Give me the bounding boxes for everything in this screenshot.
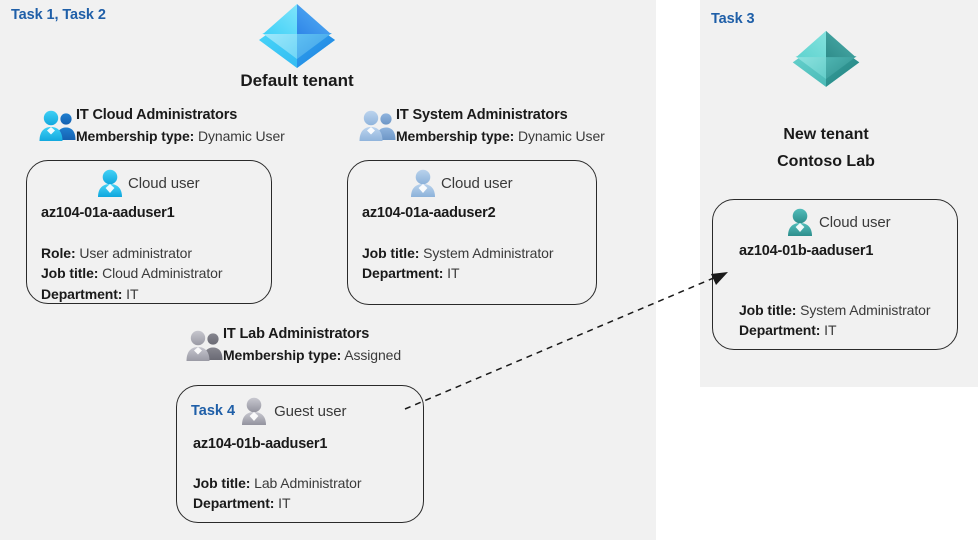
attr-value: System Administrator (800, 302, 931, 318)
attr-role: Role: User administrator (41, 243, 222, 263)
group-name: IT Lab Administrators (223, 326, 370, 342)
user-type-label: Cloud user (441, 174, 513, 192)
card-user-header: Cloud user (787, 208, 891, 236)
user-attributes: Role: User administrator Job title: Clou… (41, 243, 223, 304)
user-principal-name: az104-01a-aaduser1 (41, 205, 175, 221)
user-principal-name: az104-01b-aaduser1 (193, 436, 328, 452)
attr-value: Lab Administrator (254, 475, 362, 491)
attr-label: Job title: (193, 475, 251, 491)
membership-label: Membership type: (396, 128, 515, 145)
attr-label: Department: (739, 322, 821, 339)
attr-label: Job title: (362, 245, 420, 261)
membership-label: Membership type: (76, 128, 195, 145)
attr-department: Department: IT (739, 320, 930, 340)
user-attributes: Job title: System Administrator Departme… (362, 243, 554, 284)
cloud-user-icon (410, 169, 436, 197)
attr-job-title: Job title: Lab Administrator (193, 473, 361, 493)
attr-value: System Administrator (423, 245, 554, 261)
attr-value: Cloud Administrator (102, 265, 223, 282)
group-name: IT System Administrators (396, 107, 568, 123)
attr-department: Department: IT (41, 284, 222, 304)
group-users-icon (358, 110, 398, 142)
group-users-icon (185, 330, 225, 362)
attr-job-title: Job title: System Administrator (739, 300, 931, 320)
membership-value: Dynamic User (198, 128, 285, 145)
new-tenant-title-line2: Contoso Lab (777, 153, 875, 170)
group-name: IT Cloud Administrators (76, 107, 238, 123)
card-user-header: Cloud user (410, 169, 513, 197)
task-label-card: Task 4 (191, 403, 236, 419)
attr-department: Department: IT (362, 263, 553, 283)
attr-value: IT (824, 322, 837, 339)
attr-value: IT (126, 285, 139, 302)
task-label-right: Task 3 (711, 11, 755, 27)
cloud-user-icon (97, 169, 123, 197)
membership-value: Dynamic User (518, 128, 605, 145)
user-attributes: Job title: Lab Administrator Department:… (193, 473, 361, 514)
card-user-header: Cloud user (97, 169, 200, 197)
group-users-icon (38, 110, 78, 142)
membership-value: Assigned (344, 347, 402, 364)
user-type-label: Guest user (274, 402, 347, 420)
group-membership: Membership type: Dynamic User (76, 127, 285, 145)
attr-label: Role: (41, 245, 76, 261)
attr-label: Department: (193, 495, 275, 512)
default-tenant-panel (0, 0, 656, 540)
user-type-label: Cloud user (819, 213, 891, 231)
card-user-header: Task 4 Guest user (191, 397, 347, 425)
attr-job-title: Job title: Cloud Administrator (41, 263, 223, 283)
attr-department: Department: IT (193, 493, 361, 513)
default-tenant-title: Default tenant (240, 71, 354, 90)
azure-ad-tenant-icon-default (257, 2, 337, 68)
attr-value: User administrator (79, 245, 192, 261)
attr-label: Job title: (739, 302, 797, 318)
cloud-user-icon (787, 208, 813, 236)
attr-value: IT (447, 265, 460, 282)
user-card-aaduser1-newtenant[interactable]: Cloud user az104-01b-aaduser1 Job title:… (712, 199, 958, 350)
attr-value: IT (278, 495, 291, 512)
guest-user-icon (241, 397, 267, 425)
azure-ad-tenant-icon-new (791, 27, 861, 89)
user-card-aaduser2-cloud[interactable]: Cloud user az104-01a-aaduser2 Job title:… (347, 160, 597, 305)
task-label-left: Task 1, Task 2 (11, 7, 106, 23)
membership-label: Membership type: (223, 347, 342, 364)
user-attributes: Job title: System Administrator Departme… (739, 300, 931, 341)
attr-label: Department: (362, 265, 444, 282)
group-membership: Membership type: Dynamic User (396, 127, 605, 145)
user-card-aaduser1-cloud[interactable]: Cloud user az104-01a-aaduser1 Role: User… (26, 160, 272, 304)
user-type-label: Cloud user (128, 174, 200, 192)
group-membership: Membership type: Assigned (223, 346, 401, 364)
attr-job-title: Job title: System Administrator (362, 243, 554, 263)
user-card-aaduser1-guest[interactable]: Task 4 Guest user az104-01b-aaduser1 Job… (176, 385, 424, 523)
user-principal-name: az104-01a-aaduser2 (362, 205, 496, 221)
new-tenant-title-line1: New tenant (783, 126, 869, 143)
attr-label: Department: (41, 285, 123, 302)
user-principal-name: az104-01b-aaduser1 (739, 243, 874, 259)
attr-label: Job title: (41, 265, 99, 282)
